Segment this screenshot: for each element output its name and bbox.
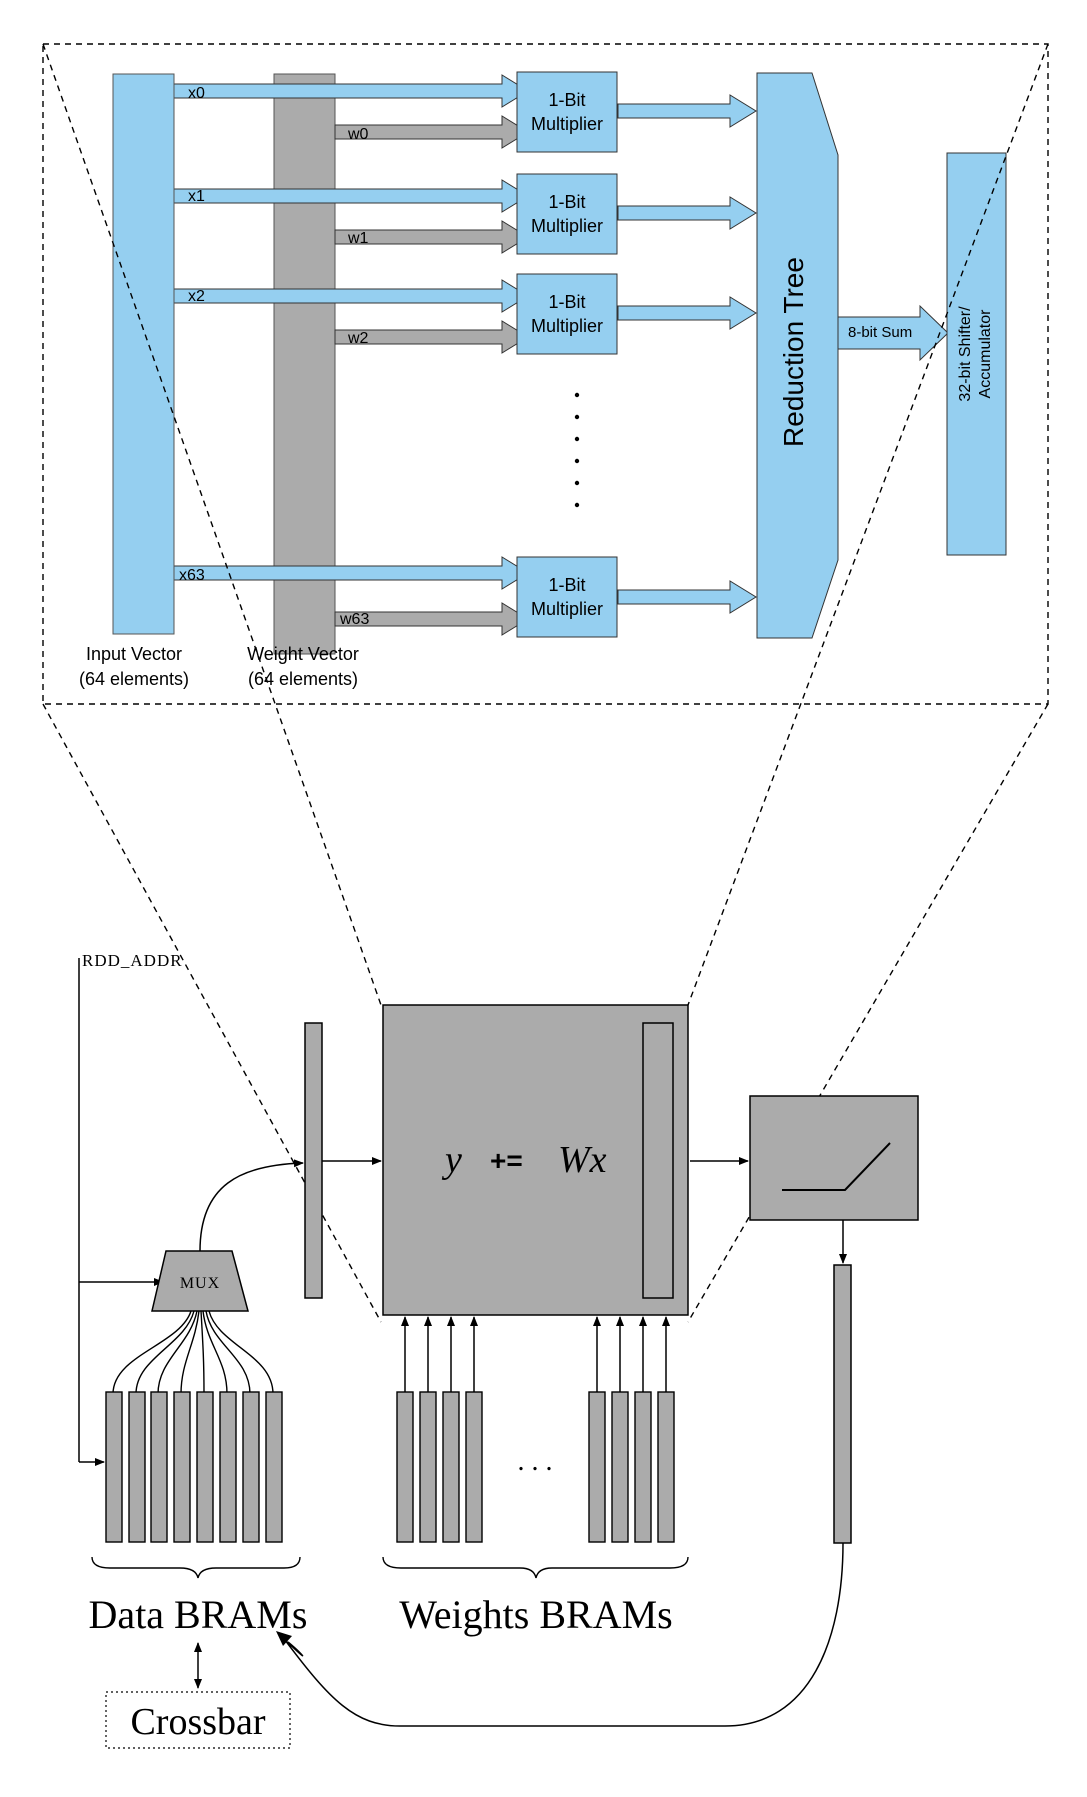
row-x63 (173, 556, 757, 638)
multiplier-block (516, 273, 618, 355)
activation-block (749, 1095, 919, 1221)
feedback-wire (284, 1542, 844, 1727)
weight-label-w0: w0 (347, 126, 369, 143)
input-label-x63: x63 (179, 567, 205, 584)
projection-lines (42, 43, 1049, 1323)
input-label-x2: x2 (188, 288, 205, 305)
input-arrow-x1 (173, 179, 529, 213)
multiplier-label-line2: Multiplier (531, 316, 603, 336)
mux-to-register-wire (199, 1159, 304, 1252)
activation-curve-icon (782, 1142, 891, 1191)
reduction-tree-label: Reduction Tree (778, 257, 809, 447)
accumulator-block (946, 152, 1007, 556)
bram-to-mux-wires (112, 1310, 274, 1395)
accumulator-label-line1: 32-bit Shifter/ (957, 306, 974, 402)
weight-arrow-w2 (334, 320, 529, 354)
mult-out-arrow (617, 94, 757, 128)
data-brams (105, 1391, 283, 1543)
weight-arrow-w1 (334, 220, 529, 254)
input-vector-label-line2: (64 elements) (79, 669, 189, 689)
multiplier-label-line1: 1-Bit (548, 192, 585, 212)
weights-brams (396, 1391, 675, 1543)
row-x2 (173, 273, 757, 355)
weight-vector-label-line1: Weight Vector (247, 644, 359, 664)
multiplier-block (516, 173, 618, 255)
multiplier-block (516, 71, 618, 153)
sum-label: 8-bit Sum (848, 324, 912, 341)
ellipsis-dots (574, 392, 580, 508)
multiplier-label-line2: Multiplier (531, 216, 603, 236)
weight-label-w2: w2 (347, 330, 369, 347)
weights-brams-brace (382, 1556, 689, 1579)
equation-operator: += (490, 1145, 523, 1176)
weights-ellipsis: . . . (518, 1446, 553, 1477)
weight-vector-bar (273, 73, 336, 655)
weight-label-w1: w1 (347, 230, 369, 247)
weight-vector-label-line2: (64 elements) (248, 669, 358, 689)
accumulator-label-line2: Accumulator (977, 309, 994, 399)
multiplier-label-line1: 1-Bit (548, 575, 585, 595)
output-register (833, 1264, 852, 1544)
input-vector-bar (112, 73, 175, 635)
matrix-vector-unit (382, 1004, 689, 1316)
crossbar-label: Crossbar (130, 1701, 265, 1743)
row-x1 (173, 173, 757, 255)
feedback-arrowhead (276, 1631, 292, 1646)
multiplier-label-line2: Multiplier (531, 114, 603, 134)
weight-arrow-w63 (334, 602, 529, 636)
mult-out-arrow (617, 296, 757, 330)
reduction-tree-block (756, 72, 839, 639)
weight-arrow-w0 (334, 115, 529, 149)
input-label-x1: x1 (188, 188, 205, 205)
mult-out-arrow (617, 580, 757, 614)
data-brams-label: Data BRAMs (89, 1592, 308, 1637)
row-x0 (173, 71, 757, 153)
multiplier-label-line2: Multiplier (531, 599, 603, 619)
block-diagram: RDD_ADDR MUX y += Wx (78, 951, 919, 1749)
multiplier-label-line1: 1-Bit (548, 90, 585, 110)
weights-to-core-arrows (401, 1316, 670, 1392)
multiplier-label-line1: 1-Bit (548, 292, 585, 312)
weight-label-w63: w63 (339, 611, 369, 628)
equation-wx: Wx (558, 1139, 607, 1181)
input-arrow-x0 (173, 74, 529, 108)
crossbar-box (105, 1691, 291, 1749)
weights-brams-label: Weights BRAMs (399, 1592, 672, 1637)
zoom-detail-panel: x0 w0 x1 w1 x2 w2 x63 w63 1-Bit Multipli… (42, 43, 1049, 705)
multiplier-block (516, 556, 618, 638)
input-arrow-x2 (173, 279, 529, 313)
mux-block (151, 1250, 249, 1312)
mult-out-arrow (617, 196, 757, 230)
zoom-frame (42, 43, 1049, 705)
equation-y: y (441, 1139, 462, 1181)
input-vector-label-line1: Input Vector (86, 644, 182, 664)
accumulator-register (642, 1022, 674, 1299)
input-label-x0: x0 (188, 85, 205, 102)
rdd-addr-label: RDD_ADDR (82, 951, 183, 970)
input-register (304, 1022, 323, 1299)
data-brams-brace (91, 1556, 301, 1579)
input-arrow-x63 (173, 556, 529, 590)
mux-label: MUX (180, 1275, 220, 1292)
